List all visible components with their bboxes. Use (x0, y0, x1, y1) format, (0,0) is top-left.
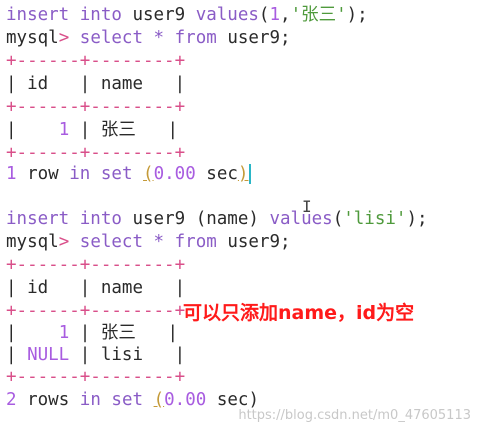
prompt-symbol: > (58, 232, 70, 252)
number-literal: 1 (269, 5, 281, 25)
cell-sep: | (135, 323, 178, 343)
ibeam-cursor-icon: I (302, 197, 312, 216)
column-header-name: name (100, 278, 143, 298)
sql-keyword: into (79, 5, 122, 25)
result-word: sec (216, 390, 249, 410)
column-header-id: id (27, 74, 49, 94)
paren: ) (248, 390, 259, 410)
sql-keyword: from (174, 28, 217, 48)
table-row: | 1 | 张三 | (6, 119, 178, 141)
table-name: user9 (132, 209, 186, 229)
cell-name: 张三 (100, 120, 136, 140)
cell-name: lisi (100, 345, 143, 365)
table-border-bottom: +------+--------+ (6, 143, 186, 163)
cell-sep: | (6, 345, 28, 365)
table-border-mid: +------+--------+ (6, 97, 186, 117)
column-list: (name) (195, 209, 259, 229)
sql-keyword: values (195, 5, 259, 25)
result-word: sec (206, 164, 238, 184)
table-row: | NULL | lisi | (6, 344, 185, 366)
sql-keyword: insert (6, 5, 70, 25)
result-summary-2: 2 rows in set (0.00 sec) (6, 389, 259, 411)
table-row: | 1 | 张三 | (6, 322, 178, 344)
row-count: 2 (6, 390, 17, 410)
table-name: user9; (227, 28, 291, 48)
sql-keyword: values (269, 209, 333, 229)
insert-statement-2: insert into user9 (name) values('lisi'); (6, 208, 428, 230)
cell-id: 1 (58, 120, 70, 140)
sql-keyword: from (174, 232, 217, 252)
cell-sep: | (48, 278, 101, 298)
paren: ( (258, 5, 270, 25)
result-word: row (27, 164, 59, 184)
paren: ( (153, 390, 165, 410)
table-header-row: | id | name | (6, 73, 185, 95)
cell-sep: | (143, 74, 186, 94)
cell-sep: | (135, 120, 178, 140)
annotation-note: 可以只添加name，id为空 (183, 302, 415, 324)
sql-keyword: into (79, 209, 122, 229)
time-value: .00 (164, 164, 196, 184)
sql-keyword: insert (6, 209, 70, 229)
string-literal: '张三' (290, 5, 347, 25)
cell-sep: | (6, 74, 28, 94)
cell-sep: | (143, 345, 186, 365)
paren: ( (143, 164, 154, 184)
select-statement-2: mysql> select * from user9; (6, 231, 291, 253)
time-value: .00 (174, 390, 207, 410)
row-count: 1 (6, 164, 17, 184)
mysql-prompt: mysql (6, 28, 59, 48)
cell-sep: | (69, 345, 101, 365)
mysql-prompt: mysql (6, 232, 59, 252)
select-statement-1: mysql> select * from user9; (6, 27, 291, 49)
time-value: 0 (164, 390, 175, 410)
cell-sep: | (69, 120, 101, 140)
cell-id: 1 (58, 323, 70, 343)
paren: ( (332, 209, 344, 229)
cell-sep: | (143, 278, 186, 298)
sql-keyword: select (79, 232, 143, 252)
watermark: https://blog.csdn.net/m0_47605113 (238, 408, 471, 423)
cell-sep: | (6, 120, 59, 140)
result-summary-1: 1 row in set (0.00 sec) (6, 163, 252, 185)
cell-id-null: NULL (27, 345, 70, 365)
time-value: 0 (153, 164, 165, 184)
sql-keyword: select (79, 28, 143, 48)
table-border-top: +------+--------+ (6, 51, 186, 71)
paren: ) (237, 164, 249, 184)
sql-keyword: in (79, 390, 101, 410)
table-name: user9 (132, 5, 186, 25)
string-literal: 'lisi' (343, 209, 407, 229)
cell-sep: | (69, 323, 101, 343)
cell-sep: | (6, 278, 28, 298)
column-header-id: id (27, 278, 49, 298)
comma: , (280, 5, 291, 25)
sql-keyword: set (100, 164, 133, 184)
table-header-row: | id | name | (6, 277, 185, 299)
table-border-mid: +------+--------+ (6, 301, 186, 321)
sql-keyword: in (69, 164, 91, 184)
column-header-name: name (100, 74, 143, 94)
sql-star: * (153, 28, 165, 48)
cell-sep: | (6, 323, 59, 343)
sql-star: * (153, 232, 165, 252)
text-cursor (249, 164, 252, 184)
sql-keyword: set (111, 390, 144, 410)
table-border-bottom: +------+--------+ (6, 367, 186, 387)
result-word: rows (27, 390, 70, 410)
table-border-top: +------+--------+ (6, 255, 186, 275)
paren: ); (406, 209, 428, 229)
table-name: user9; (227, 232, 291, 252)
cell-sep: | (48, 74, 101, 94)
prompt-symbol: > (58, 28, 70, 48)
paren: ); (346, 5, 368, 25)
insert-statement-1: insert into user9 values(1,'张三'); (6, 4, 368, 26)
cell-name: 张三 (100, 323, 136, 343)
